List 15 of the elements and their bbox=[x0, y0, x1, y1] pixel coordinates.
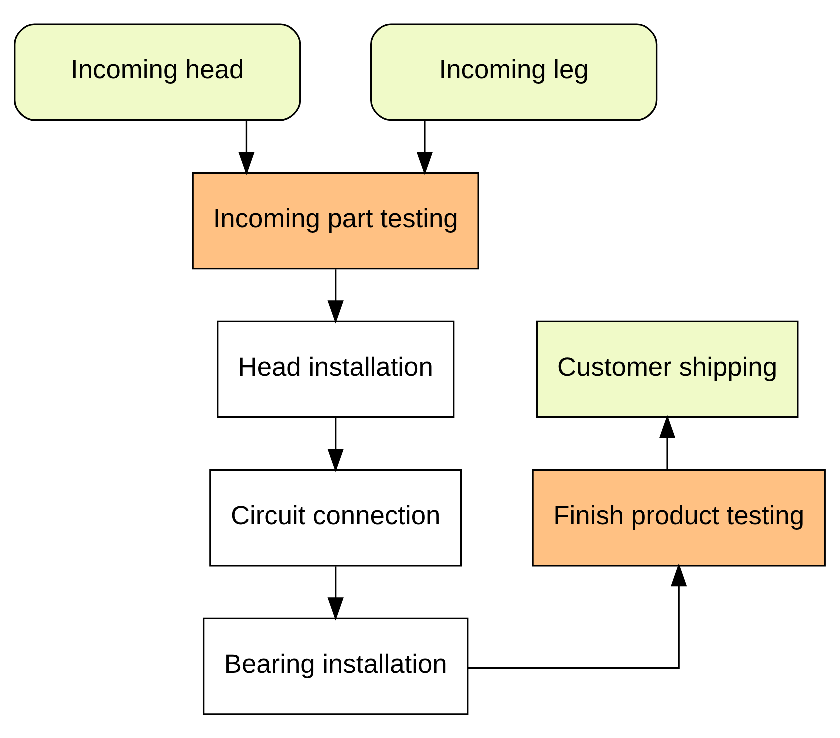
node-box: Incoming part testing bbox=[192, 172, 480, 270]
arrow bbox=[238, 120, 255, 175]
arrow bbox=[468, 562, 688, 669]
node-box: Head installation bbox=[217, 320, 455, 418]
node-box: Incoming leg bbox=[370, 23, 658, 121]
arrow bbox=[328, 269, 344, 324]
node-box: Finish product testing bbox=[532, 468, 826, 566]
arrow bbox=[328, 566, 344, 620]
node-box: Bearing installation bbox=[203, 617, 469, 715]
node-box: Incoming head bbox=[14, 23, 302, 121]
node-box: Customer shipping bbox=[536, 320, 799, 418]
arrow bbox=[328, 418, 344, 472]
node-box: Circuit connection bbox=[210, 468, 462, 566]
arrow bbox=[659, 414, 676, 469]
arrow bbox=[416, 120, 434, 175]
